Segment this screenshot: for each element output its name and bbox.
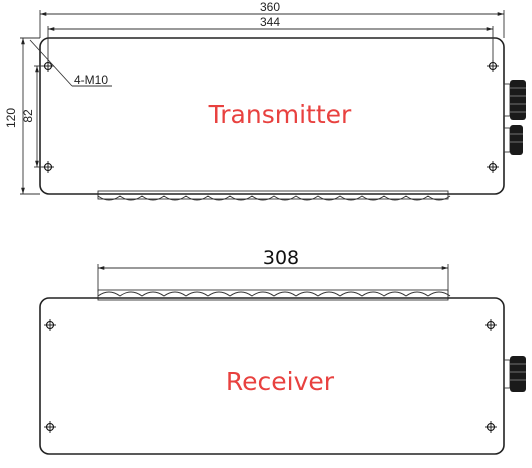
receiver-mount-hole-tl: [44, 319, 56, 331]
transmitter-connector-lower: [503, 125, 523, 155]
receiver-unit: Receiver: [39, 289, 526, 455]
transmitter-mount-hole-br: [487, 161, 499, 173]
transmitter-connector-upper: [503, 80, 526, 120]
dimension-hole-spacing-width: 344: [47, 15, 494, 60]
dimension-82-label: 82: [21, 109, 35, 123]
receiver-mount-hole-tr: [485, 319, 497, 331]
transmitter-unit: Transmitter: [39, 37, 526, 201]
dimension-overall-height: 120: [4, 37, 40, 195]
receiver-mount-hole-bl: [44, 421, 56, 433]
dimension-344-label: 344: [260, 15, 280, 29]
mount-hole-callout-label: 4-M10: [74, 73, 108, 87]
dimension-lens-width: 308: [97, 247, 449, 292]
dimension-hole-spacing-height: 82: [21, 65, 44, 168]
receiver-lens-strip: [97, 289, 451, 301]
receiver-mount-hole-br: [485, 421, 497, 433]
receiver-label: Receiver: [226, 367, 335, 396]
dimension-overall-width: 360: [39, 0, 505, 38]
transmitter-mount-hole-tr: [487, 60, 499, 72]
dimension-308-label: 308: [263, 247, 299, 269]
receiver-connector: [503, 356, 526, 392]
dimension-120-label: 120: [4, 108, 18, 128]
dimension-360-label: 360: [260, 0, 280, 14]
transmitter-label: Transmitter: [208, 100, 352, 129]
transmitter-lens-strip: [97, 190, 451, 201]
mount-hole-callout: 4-M10: [29, 39, 112, 87]
